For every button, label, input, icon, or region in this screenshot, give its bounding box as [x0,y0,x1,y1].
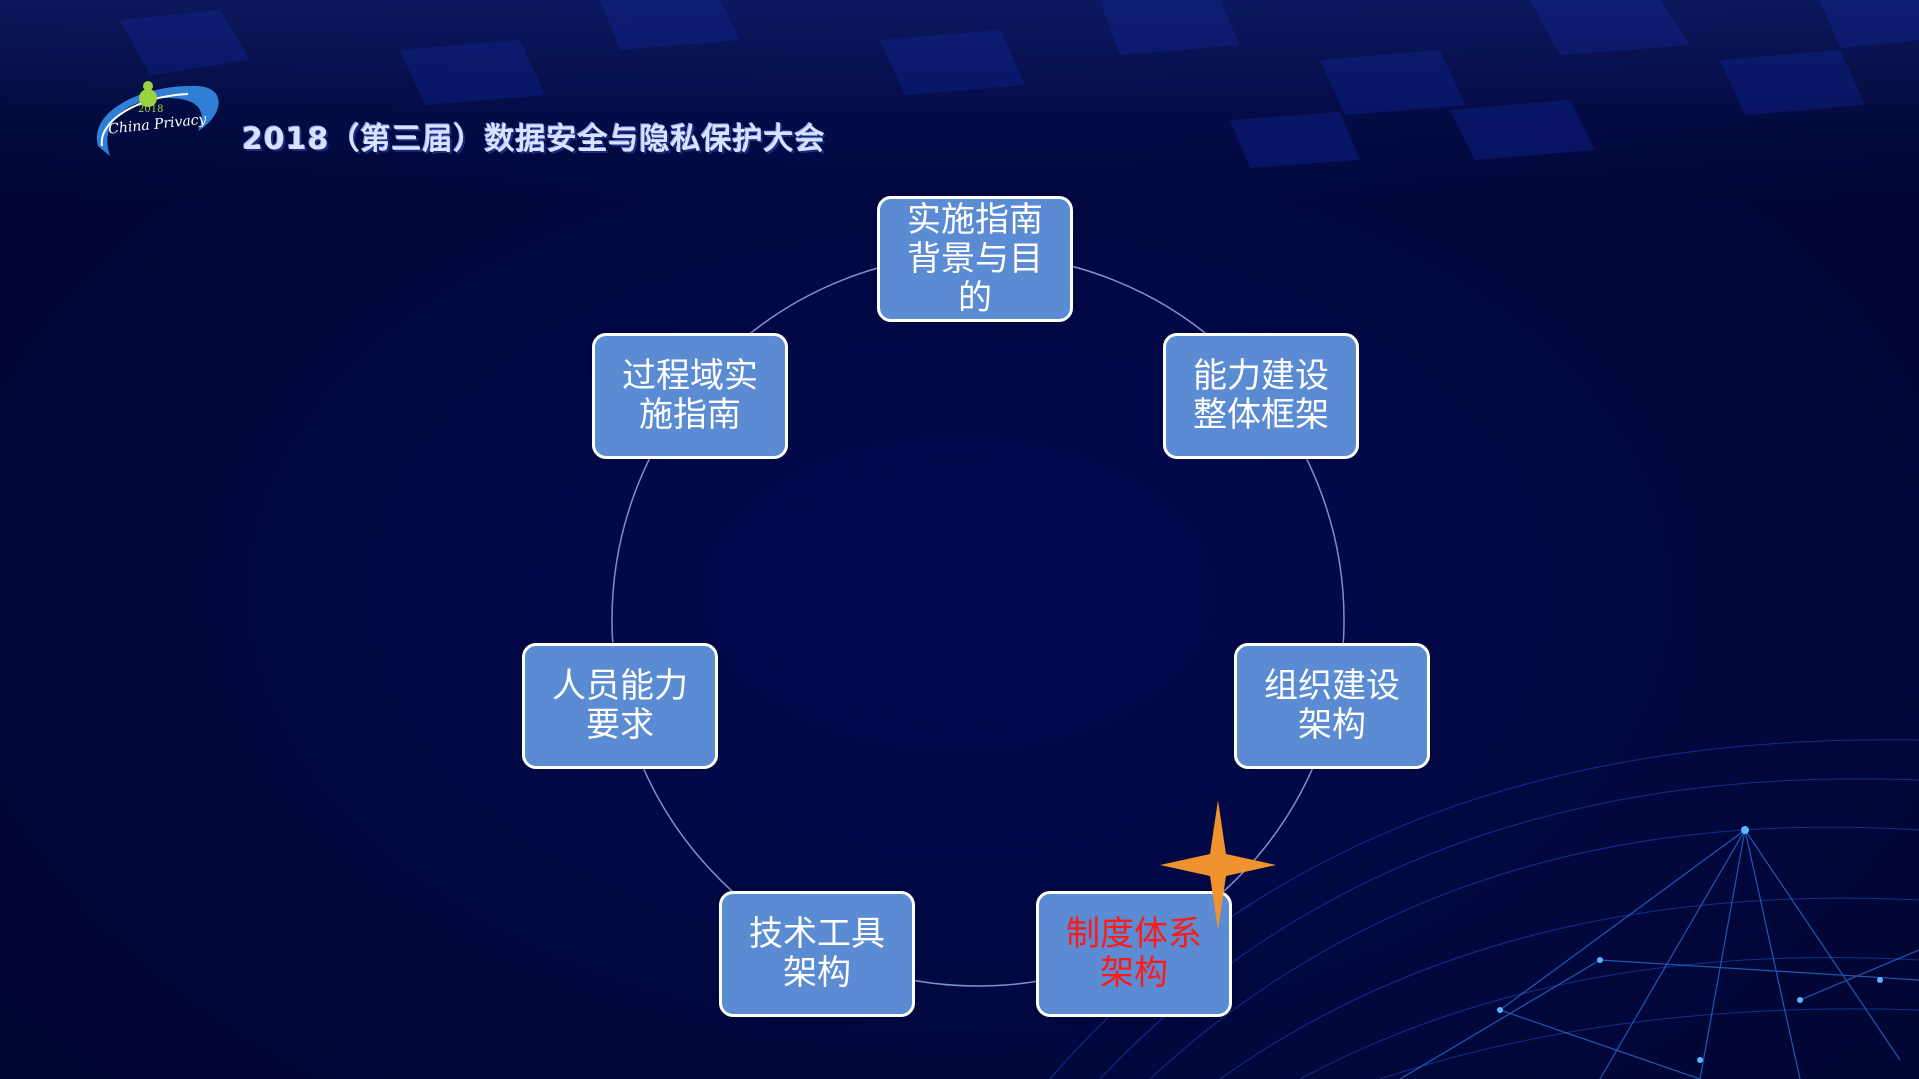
conference-logo: 2018 China Privacy [88,76,228,166]
cycle-node-capability-framework: 能力建设整体框架 [1163,333,1359,459]
cycle-node-technical-tools: 技术工具架构 [719,891,915,1017]
node-label: 人员能力要求 [552,666,688,745]
node-label: 实施指南背景与目的 [907,199,1043,318]
node-label: 能力建设整体框架 [1193,356,1329,435]
header-band [0,0,1919,200]
cycle-node-background-purpose: 实施指南背景与目的 [877,196,1073,322]
cycle-node-policy-system: 制度体系架构 [1036,891,1232,1017]
node-label: 过程域实施指南 [622,356,758,435]
cycle-node-organization-structure: 组织建设架构 [1234,643,1430,769]
cycle-node-process-domain-guide: 过程域实施指南 [592,333,788,459]
logo-year: 2018 [138,104,164,115]
node-label: 制度体系架构 [1066,914,1202,993]
conference-title: 2018（第三届）数据安全与隐私保护大会 [242,122,826,157]
logo-swoosh-icon [96,81,219,156]
node-label: 组织建设架构 [1264,666,1400,745]
node-label: 技术工具架构 [749,914,885,993]
cycle-node-personnel-requirements: 人员能力要求 [522,643,718,769]
four-point-star-icon [1160,800,1276,930]
